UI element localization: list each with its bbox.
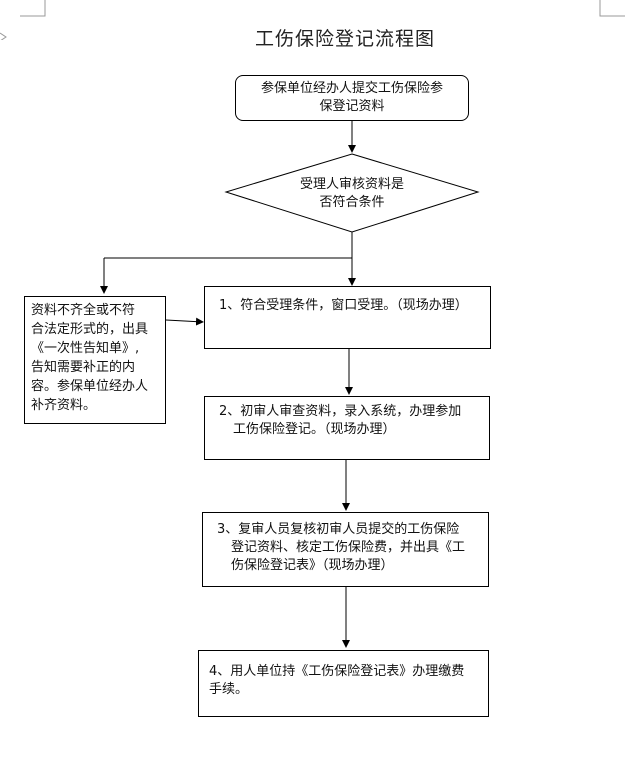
step-4-box: 4、用人单位持《工伤保险登记表》办理缴费 手续。 — [198, 650, 489, 717]
reject-line-3: 《一次性告知单》, — [31, 341, 140, 356]
start-line-1: 参保单位经办人提交工伤保险参 — [260, 81, 443, 96]
step-1-box: 1、符合受理条件，窗口受理。（现场办理） — [204, 286, 491, 349]
reject-line-6: 补齐资料。 — [31, 398, 97, 413]
step-3-line-2: 登记资料、核定工伤保险费，并出具《工 — [231, 540, 466, 555]
reject-line-5: 容。参保单位经办人 — [31, 379, 149, 394]
decision-line-2: 否符合条件 — [319, 195, 385, 210]
step-2-box: 2、初审人审查资料，录入系统，办理参加 工伤保险登记。（现场办理） — [204, 396, 490, 460]
step-3-box: 3、复审人员复核初审人员提交的工伤保险 登记资料、核定工伤保险费，并出具《工 伤… — [202, 512, 489, 587]
step-2-line-2: 工伤保险登记。（现场办理） — [233, 422, 396, 437]
start-box: 参保单位经办人提交工伤保险参 保登记资料 — [235, 75, 469, 121]
step-1-line-1: 1、符合受理条件，窗口受理。（现场办理） — [219, 298, 468, 313]
step-3-line-3: 伤保险登记表》（现场办理） — [231, 558, 394, 573]
reject-line-4: 告知需要补正的内 — [31, 360, 136, 375]
reject-line-1: 资料不齐全或不符 — [31, 303, 136, 318]
step-4-line-1: 4、用人单位持《工伤保险登记表》办理缴费 — [209, 664, 465, 679]
reject-line-2: 合法定形式的，出具 — [31, 322, 149, 337]
start-line-2: 保登记资料 — [319, 99, 385, 114]
decision-line-1: 受理人审核资料是 — [299, 177, 404, 192]
arrow-reject-to-step1 — [165, 317, 204, 326]
reject-box: 资料不齐全或不符 合法定形式的，出具 《一次性告知单》, 告知需要补正的内 容。… — [24, 296, 166, 424]
diagram-title: 工伤保险登记流程图 — [254, 28, 435, 50]
step-4-line-2: 手续。 — [209, 682, 249, 697]
page-corner-marks — [0, 0, 625, 40]
decision-text: 受理人审核资料是 否符合条件 — [272, 176, 432, 212]
step-2-line-1: 2、初审人审查资料，录入系统，办理参加 — [219, 404, 462, 419]
step-3-line-1: 3、复审人员复核初审人员提交的工伤保险 — [217, 522, 460, 537]
